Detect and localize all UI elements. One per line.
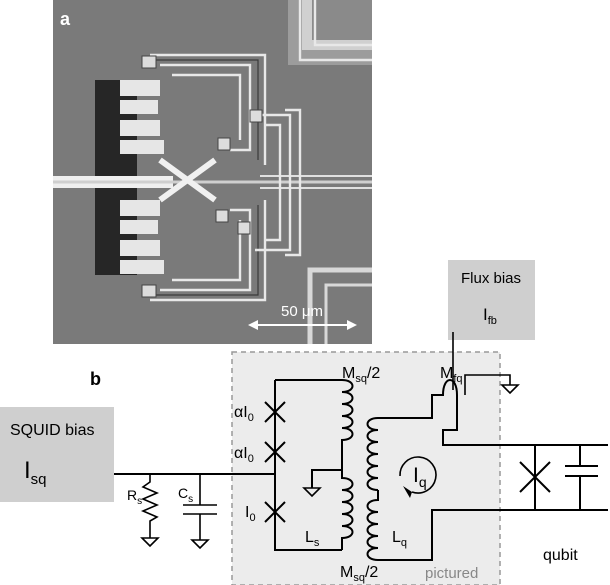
flux-bias-current: Ifb bbox=[483, 305, 497, 327]
panel-b-label: b bbox=[90, 369, 101, 389]
label-qubit: qubit bbox=[543, 547, 578, 564]
scale-bar: 50 μm bbox=[248, 303, 357, 330]
squid-bias-current: Isq bbox=[24, 457, 47, 488]
squid-bias-title: SQUID bias bbox=[10, 422, 94, 439]
panel-b-circuit: b Flux bias Ifb SQUID bias Isq pictured bbox=[0, 260, 608, 585]
pictured-region bbox=[231, 351, 501, 585]
label-lq: Lq bbox=[392, 529, 407, 549]
flux-bias-title: Flux bias bbox=[461, 270, 521, 287]
flux-bias-box: Flux bias Ifb bbox=[448, 260, 535, 340]
pictured-label: pictured bbox=[425, 565, 478, 582]
label-cs: Cs bbox=[178, 485, 193, 505]
squid-bias-box: SQUID bias Isq bbox=[0, 407, 114, 502]
panel-a-micrograph: 50 μm a bbox=[53, 0, 372, 344]
label-junction-top: αI0 bbox=[234, 404, 254, 424]
panel-a-label: a bbox=[60, 9, 71, 29]
scale-bar-label: 50 μm bbox=[281, 303, 323, 320]
label-msq-bottom: Msq/2 bbox=[340, 564, 378, 584]
label-mfq: Mfq bbox=[440, 365, 463, 385]
label-msq-top: Msq/2 bbox=[342, 365, 380, 385]
label-iq: Iq bbox=[413, 464, 427, 490]
label-junction-mid: αI0 bbox=[234, 445, 254, 465]
label-ls: Ls bbox=[305, 529, 320, 549]
label-junction-bot: I0 bbox=[245, 504, 256, 524]
label-rs: Rs bbox=[127, 487, 142, 507]
